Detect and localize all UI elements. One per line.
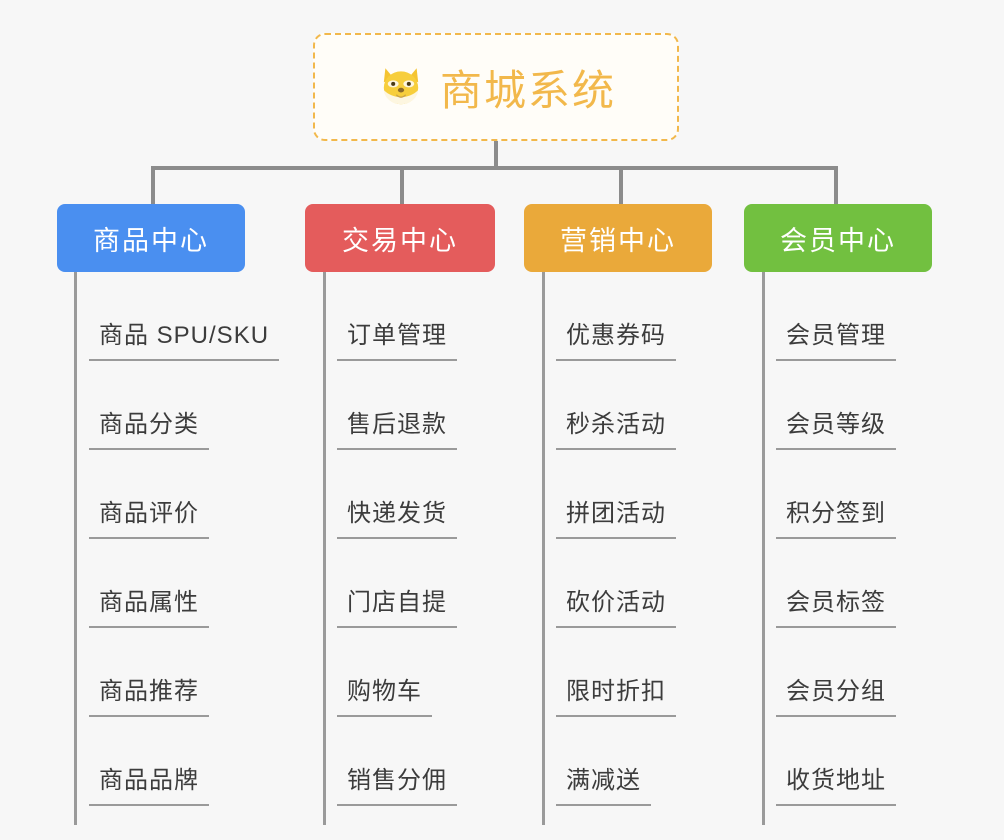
list-item[interactable]: 砍价活动: [524, 539, 712, 628]
category-marketing-center[interactable]: 营销中心: [524, 204, 712, 272]
root-title: 商城系统: [439, 66, 616, 114]
branch-product-center: 商品中心 商品 SPU/SKU 商品分类 商品评价 商品属性 商品推荐 商品品牌: [57, 204, 280, 825]
leaf-label: 快递发货: [337, 493, 457, 539]
leaf-label: 秒杀活动: [556, 404, 676, 450]
list-item[interactable]: 收货地址: [744, 717, 932, 806]
leaf-label: 会员分组: [776, 671, 896, 717]
list-item[interactable]: 满减送: [524, 717, 712, 806]
branch-spine: [323, 272, 326, 825]
leaf-label: 限时折扣: [556, 671, 676, 717]
leaf-label: 门店自提: [337, 582, 457, 628]
leaf-label: 砍价活动: [556, 582, 676, 628]
category-member-center[interactable]: 会员中心: [744, 204, 932, 272]
leaf-label: 会员管理: [776, 315, 896, 361]
category-label: 会员中心: [780, 225, 896, 256]
category-label: 交易中心: [342, 225, 458, 256]
list-item[interactable]: 商品评价: [57, 450, 279, 539]
leaf-label: 商品属性: [89, 582, 209, 628]
branch-spine: [762, 272, 765, 825]
list-item[interactable]: 会员管理: [744, 272, 932, 361]
list-item[interactable]: 会员分组: [744, 628, 932, 717]
leaf-label: 满减送: [556, 760, 651, 806]
leaf-label: 订单管理: [337, 315, 457, 361]
leaf-label: 售后退款: [337, 404, 457, 450]
list-item[interactable]: 商品分类: [57, 361, 279, 450]
leaf-label: 会员等级: [776, 404, 896, 450]
list-item[interactable]: 积分签到: [744, 450, 932, 539]
trunk-vertical-connector: [494, 141, 498, 168]
branch-spine: [74, 272, 77, 825]
list-item[interactable]: 销售分佣: [305, 717, 495, 806]
leaf-label: 收货地址: [776, 760, 896, 806]
trunk-drop-product: [151, 166, 155, 206]
list-item[interactable]: 售后退款: [305, 361, 495, 450]
trunk-drop-marketing: [619, 166, 623, 206]
leaf-list: 优惠券码 秒杀活动 拼团活动 砍价活动 限时折扣 满减送: [524, 272, 712, 806]
branch-marketing-center: 营销中心 优惠券码 秒杀活动 拼团活动 砍价活动 限时折扣 满减送: [524, 204, 712, 825]
leaf-label: 优惠券码: [556, 315, 676, 361]
list-item[interactable]: 优惠券码: [524, 272, 712, 361]
list-item[interactable]: 订单管理: [305, 272, 495, 361]
leaf-label: 销售分佣: [337, 760, 457, 806]
list-item[interactable]: 会员等级: [744, 361, 932, 450]
list-item[interactable]: 商品 SPU/SKU: [57, 272, 280, 361]
leaf-label: 商品品牌: [89, 760, 209, 806]
branch-trade-center: 交易中心 订单管理 售后退款 快递发货 门店自提 购物车 销售分佣: [305, 204, 495, 825]
list-item[interactable]: 限时折扣: [524, 628, 712, 717]
trunk-horizontal-connector: [151, 166, 838, 170]
shiba-dog-face-icon: [376, 62, 426, 112]
trunk-drop-member: [834, 166, 838, 206]
leaf-list: 商品 SPU/SKU 商品分类 商品评价 商品属性 商品推荐 商品品牌: [57, 272, 280, 806]
list-item[interactable]: 商品品牌: [57, 717, 279, 806]
root-node[interactable]: 商城系统: [313, 33, 679, 141]
leaf-label: 商品 SPU/SKU: [89, 315, 280, 361]
leaf-label: 商品推荐: [89, 671, 209, 717]
list-item[interactable]: 购物车: [305, 628, 495, 717]
list-item[interactable]: 快递发货: [305, 450, 495, 539]
leaf-label: 购物车: [337, 671, 432, 717]
leaf-list: 会员管理 会员等级 积分签到 会员标签 会员分组 收货地址: [744, 272, 932, 806]
list-item[interactable]: 商品属性: [57, 539, 279, 628]
category-product-center[interactable]: 商品中心: [57, 204, 245, 272]
list-item[interactable]: 会员标签: [744, 539, 932, 628]
list-item[interactable]: 门店自提: [305, 539, 495, 628]
leaf-label: 商品分类: [89, 404, 209, 450]
leaf-label: 积分签到: [776, 493, 896, 539]
category-trade-center[interactable]: 交易中心: [305, 204, 495, 272]
leaf-label: 拼团活动: [556, 493, 676, 539]
category-label: 营销中心: [560, 225, 676, 256]
category-label: 商品中心: [93, 225, 209, 256]
leaf-label: 会员标签: [776, 582, 896, 628]
leaf-list: 订单管理 售后退款 快递发货 门店自提 购物车 销售分佣: [305, 272, 495, 806]
branch-member-center: 会员中心 会员管理 会员等级 积分签到 会员标签 会员分组 收货地址: [744, 204, 932, 825]
branch-spine: [542, 272, 545, 825]
trunk-drop-trade: [400, 166, 404, 206]
leaf-label: 商品评价: [89, 493, 209, 539]
list-item[interactable]: 拼团活动: [524, 450, 712, 539]
list-item[interactable]: 商品推荐: [57, 628, 279, 717]
list-item[interactable]: 秒杀活动: [524, 361, 712, 450]
